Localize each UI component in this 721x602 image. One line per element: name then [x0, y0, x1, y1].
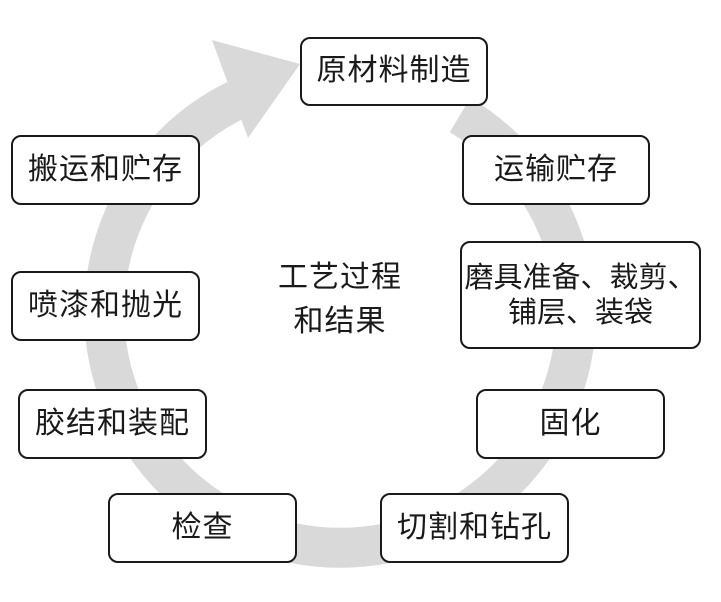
step-raw-material-manufacturing: 原材料制造: [300, 37, 488, 106]
center-label: 工艺过程 和结果: [250, 256, 430, 343]
step-bonding-assembly: 胶结和装配: [18, 389, 207, 459]
step-transport-storage: 运输贮存: [462, 135, 650, 205]
step-inspection: 检查: [108, 493, 297, 563]
step-painting-polishing: 喷漆和抛光: [11, 271, 200, 341]
step-mold-prep-cutting-layup-bagging: 磨具准备、裁剪、 铺层、装袋: [460, 241, 701, 349]
step-curing: 固化: [476, 389, 665, 459]
center-label-line-2: 和结果: [293, 303, 387, 339]
center-label-line-1: 工艺过程: [278, 260, 402, 295]
cycle-arrowhead-icon: [212, 40, 300, 138]
step-handling-storage: 搬运和贮存: [11, 135, 200, 205]
step-cutting-drilling: 切割和钻孔: [380, 493, 569, 563]
